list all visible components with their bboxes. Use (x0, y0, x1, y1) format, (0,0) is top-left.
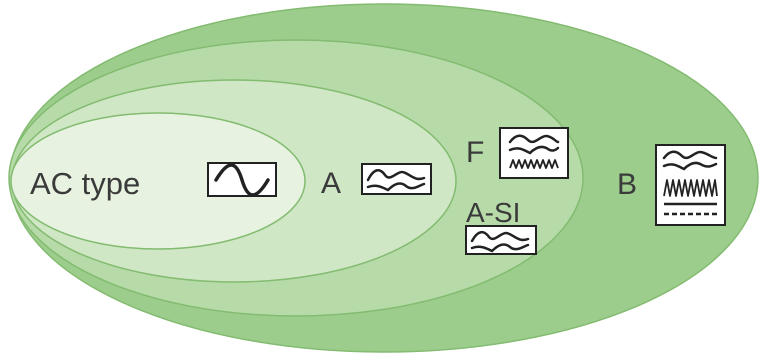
label-ac-type: AC type (30, 166, 140, 201)
double-half-wave-icon (465, 225, 537, 255)
ellipse-ac (10, 112, 306, 250)
label-a-si: A-SI (466, 197, 520, 228)
label-b: B (617, 168, 637, 201)
label-a: A (321, 167, 341, 200)
double-half-wave-icon (361, 163, 432, 195)
multi-frequency-wave-icon (499, 127, 569, 179)
label-f: F (466, 136, 484, 169)
sine-wave-icon (207, 162, 277, 197)
smooth-dc-composite-wave-icon (655, 144, 726, 226)
